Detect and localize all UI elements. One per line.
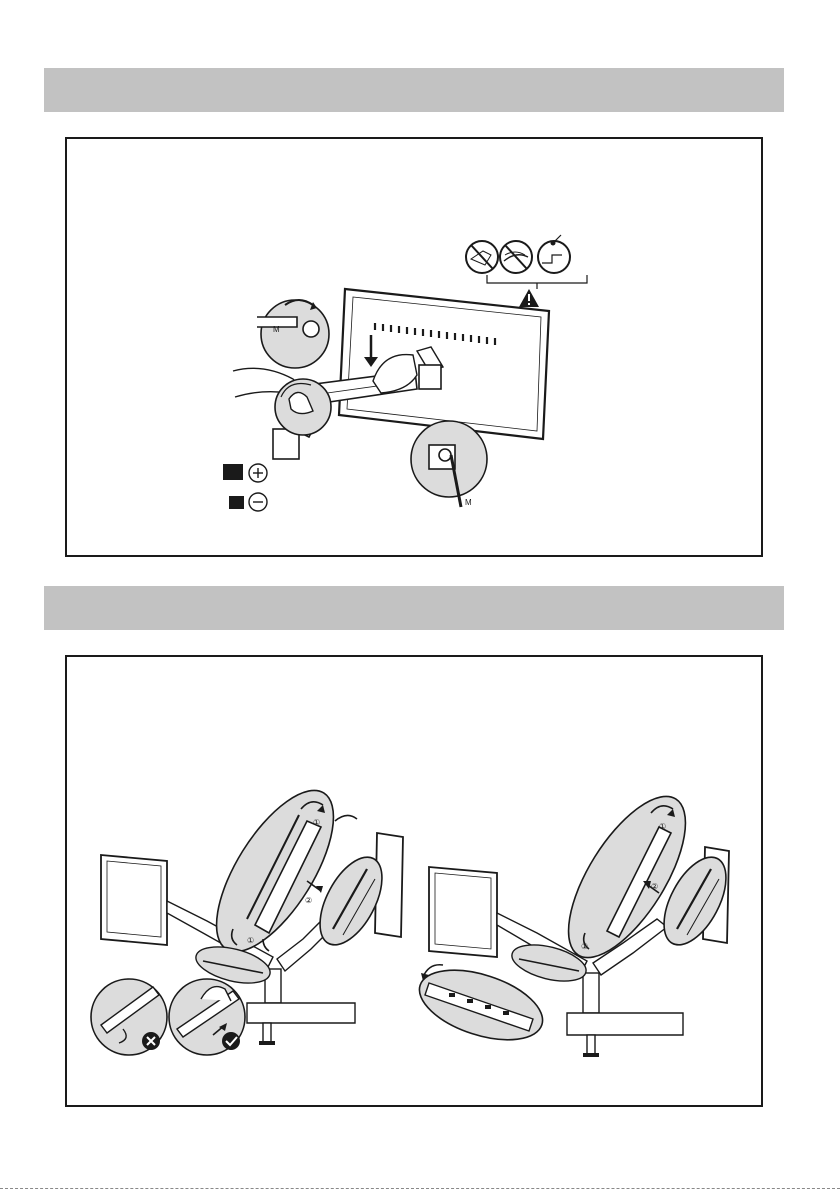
no-drag-icon: [466, 241, 498, 273]
section-2-header-band: [44, 586, 784, 630]
monitor-mounting-illustration: M M: [67, 139, 765, 559]
left-monitor: [101, 855, 167, 945]
right-step-number-2: ②: [651, 882, 658, 891]
page-bottom-edge: [0, 1188, 840, 1189]
right-step-number-1b: ①: [581, 942, 588, 951]
zoom-detail-top-left: M: [257, 300, 329, 368]
desk-top: [247, 1003, 355, 1023]
warning-triangle-icon: [519, 289, 539, 307]
warning-bracket: [487, 275, 587, 289]
left-step-number-1b: ①: [247, 936, 254, 945]
correct-placement-icon: [538, 235, 570, 273]
right-step-number-1a: ①: [659, 822, 666, 831]
correct-method-detail: [169, 979, 245, 1055]
check-icon: [222, 1032, 240, 1050]
step-1-illustration-panel: M M: [65, 137, 763, 557]
right-desk-top: [567, 1013, 683, 1035]
wrong-method-detail: [91, 979, 167, 1055]
right-scene-left-monitor: [429, 867, 497, 957]
tension-decrease-indicator: [229, 493, 267, 511]
zoom-detail-bottom-right: M: [411, 421, 487, 507]
no-slide-icon: [500, 241, 532, 273]
left-step-number-2: ②: [305, 896, 312, 905]
cable-management-illustration: ① ② ①: [67, 657, 765, 1109]
cross-icon: [142, 1032, 160, 1050]
section-1-header-band: [44, 68, 784, 112]
left-step-number-1a: ①: [313, 818, 320, 827]
zoom-detail-middle-left: [275, 379, 331, 435]
tension-increase-indicator: [223, 464, 267, 482]
allen-key-label-bottom: M: [465, 498, 472, 507]
allen-key-label-top: M: [273, 325, 280, 334]
step-2-illustration-panel: ① ② ①: [65, 655, 763, 1107]
